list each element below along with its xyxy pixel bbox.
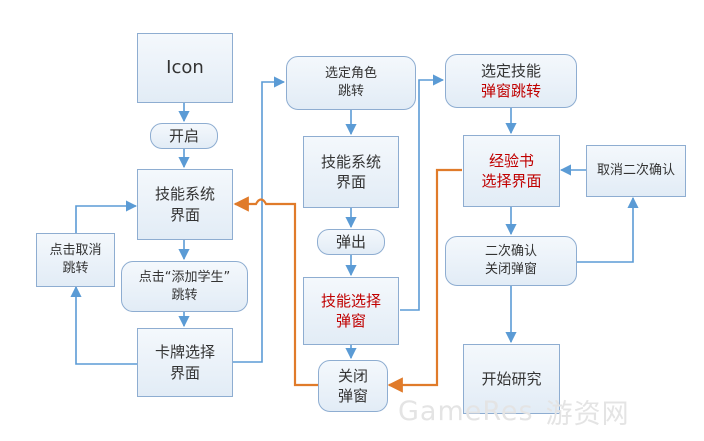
second-confirm-close-popup-node: 二次确认 关闭弹窗 — [445, 236, 577, 286]
popup-node: 弹出 — [317, 229, 385, 255]
skill-system-node: 技能系统 界面 — [137, 169, 233, 240]
arrow-skill-select-popup-to-select-skill — [400, 74, 445, 311]
arrow-second-confirm-to-cancel-confirm — [577, 196, 639, 263]
arrow-exp-book-to-close — [387, 168, 462, 393]
start-research-node: 开始研究 — [463, 344, 560, 414]
arrow-cancel-to-skill-system — [75, 200, 138, 233]
select-skill-line: 选定技能 — [480, 61, 541, 80]
icon-node: Icon — [137, 33, 233, 103]
select-role-jump-node: 选定角色 跳转 — [286, 56, 416, 110]
arrow-card-select-to-cancel — [70, 285, 137, 365]
click-cancel-jump-node: 点击取消 跳转 — [36, 233, 115, 287]
gameres-watermark: GameRes 游资网 — [398, 388, 698, 434]
cancel-second-confirm-node: 取消二次确认 — [586, 145, 686, 197]
select-skill-popup-jump-node: 选定技能 弹窗跳转 — [445, 54, 577, 108]
exp-book-select-ui-node: 经验书 选择界面 — [463, 135, 560, 207]
popup-jump-line: 弹窗跳转 — [480, 82, 541, 100]
close-popup-node: 关闭 弹窗 — [318, 360, 388, 412]
skill-select-popup-node: 技能选择 弹窗 — [303, 277, 399, 345]
watermark-cn: 游资网 — [545, 398, 630, 430]
arrow-card-select-to-select-role — [232, 76, 286, 363]
card-select-ui-node: 卡牌选择 界面 — [137, 328, 233, 397]
arrow-close-to-skill-system — [233, 196, 318, 387]
click-add-student-jump-node: 点击“添加学生” 跳转 — [121, 261, 248, 312]
watermark-latin: GameRes — [398, 395, 534, 427]
open-node: 开启 — [150, 123, 218, 149]
skill-system-2-node: 技能系统 界面 — [303, 136, 399, 208]
